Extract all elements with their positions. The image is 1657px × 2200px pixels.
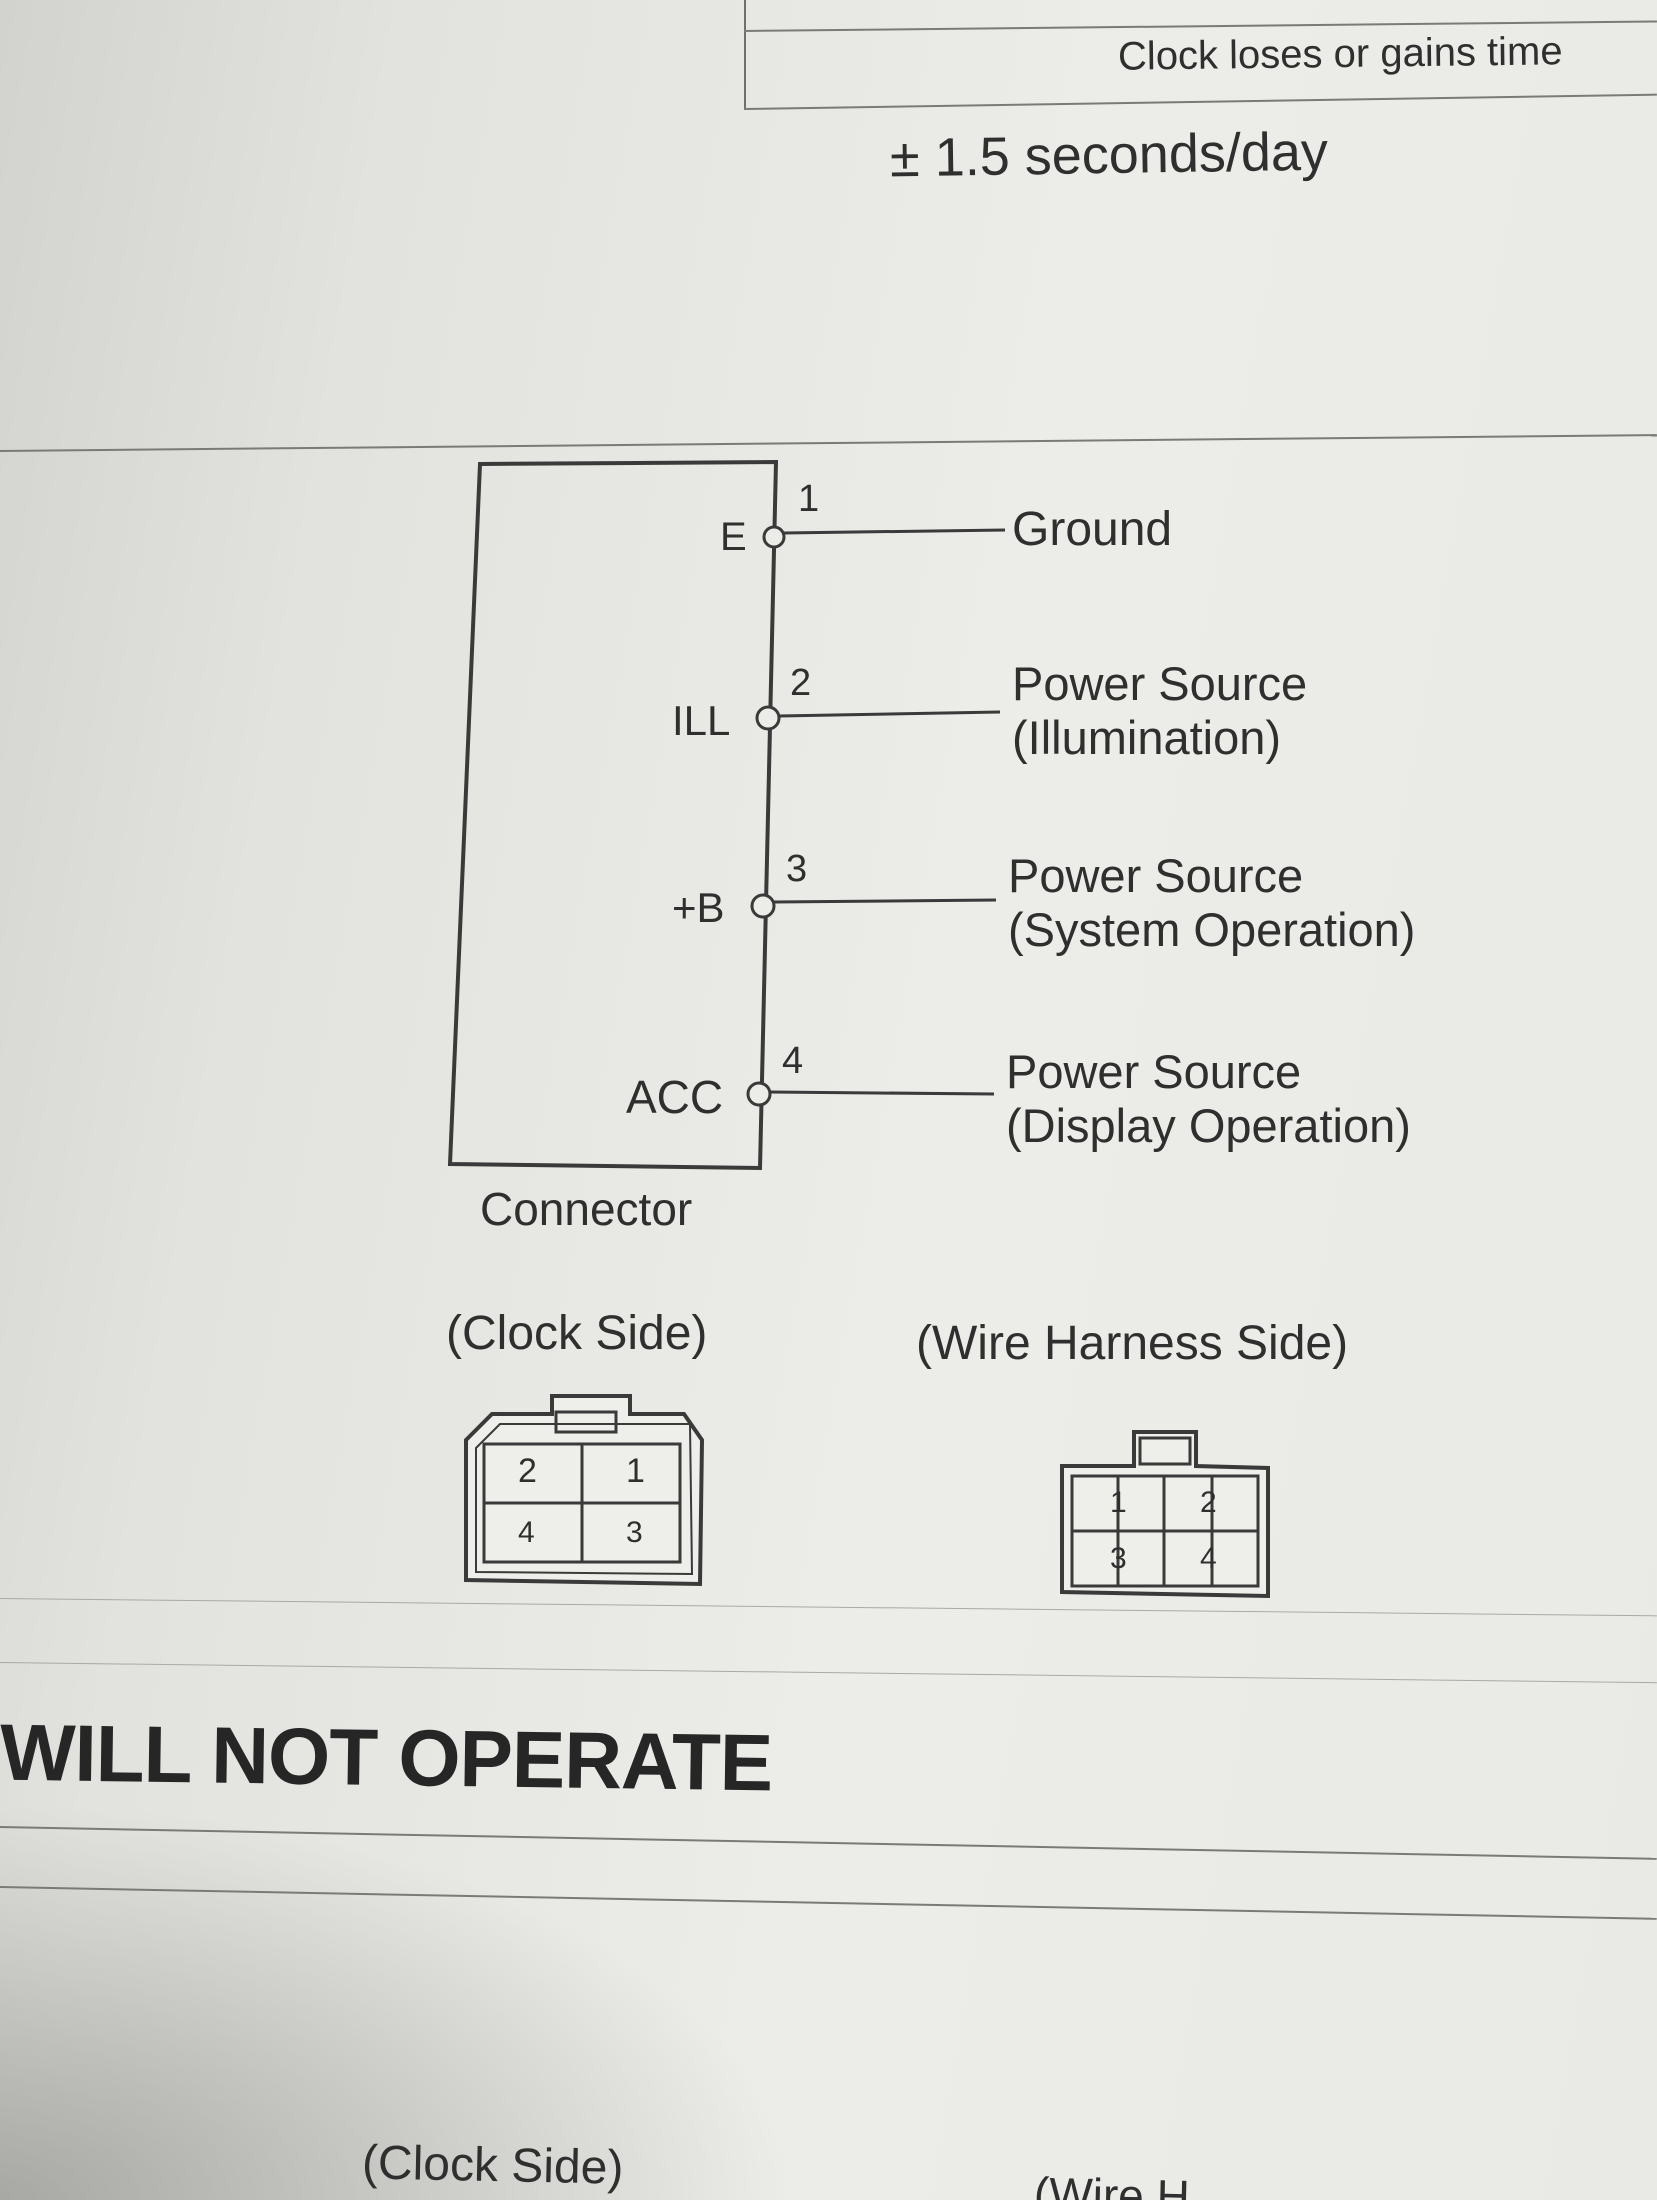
harness-side-latch [1138, 1436, 1192, 1466]
pin-3 [750, 893, 997, 919]
connector-faces-svg [464, 1394, 1270, 1599]
pin-3-wire [773, 898, 997, 904]
pin-3-terminal-circle [750, 893, 776, 919]
pin-2-terminal-name: ILL [672, 697, 731, 744]
harness-side-label: (Wire Harness Side) [916, 1317, 1349, 1370]
clock-side-cavity-bottom-left: 4 [518, 1516, 535, 1549]
clock-side-inner [475, 1423, 694, 1576]
pin-3-terminal-name: +B [672, 884, 725, 931]
clock-side-label: (Clock Side) [446, 1307, 708, 1360]
harness-side-cavity-bottom-right: 4 [1200, 1542, 1217, 1575]
next-clock-side-label: (Clock Side) [361, 2136, 624, 2195]
pin-4-terminal-name: ACC [626, 1071, 724, 1123]
pin-3-signal-line2: (System Operation) [1008, 903, 1416, 956]
pin-3-signal-line1: Power Source [1008, 849, 1304, 902]
clock-side-cavity-top-left: 2 [518, 1452, 537, 1490]
pin-2-signal-line2: (Illumination) [1012, 711, 1282, 764]
clock-side-connector [464, 1394, 705, 1587]
pin-1-number: 1 [798, 478, 820, 520]
clock-side-cavity-top-right: 1 [626, 1452, 645, 1490]
clock-side-cavity-bottom-right: 3 [626, 1516, 643, 1549]
pin-3-number: 3 [786, 848, 808, 890]
section-divider-2 [0, 1662, 1657, 1684]
clock-side-latch [554, 1410, 618, 1434]
harness-side-connector [1060, 1430, 1270, 1599]
pin-1 [762, 525, 1006, 549]
section-heading: WILL NOT OPERATE [0, 1707, 773, 1808]
pin-2-number: 2 [790, 662, 812, 704]
pin-4-wire [769, 1090, 995, 1096]
connector-edge [758, 461, 778, 1169]
pin-1-terminal-name: E [720, 515, 747, 559]
pin-2-signal-line1: Power Source [1012, 657, 1308, 710]
harness-side-cavity-top-left: 1 [1110, 1486, 1127, 1519]
pin-4 [746, 1081, 995, 1107]
pin-2-terminal-circle [755, 705, 781, 731]
next-harness-side-label: (Wire H [1033, 2167, 1191, 2200]
pin-1-terminal-circle [762, 525, 786, 549]
harness-side-cavity-top-right: 2 [1200, 1486, 1217, 1519]
pin-4-signal-line1: Power Source [1006, 1045, 1302, 1098]
page-shadow [0, 1800, 800, 2200]
pin-2-wire [778, 710, 1001, 718]
connector-label: Connector [480, 1183, 693, 1235]
pin-4-signal-line2: (Display Operation) [1006, 1099, 1411, 1152]
pin-1-signal: Ground [1012, 503, 1173, 556]
spec-table-left-border [744, 0, 746, 110]
wiring-diagram-svg [447, 459, 1006, 1171]
harness-side-cavity-bottom-left: 3 [1110, 1542, 1127, 1575]
pin-4-number: 4 [782, 1040, 804, 1082]
pin-2 [755, 705, 1001, 731]
pin-4-terminal-circle [746, 1081, 772, 1107]
pin-1-wire [783, 528, 1006, 535]
